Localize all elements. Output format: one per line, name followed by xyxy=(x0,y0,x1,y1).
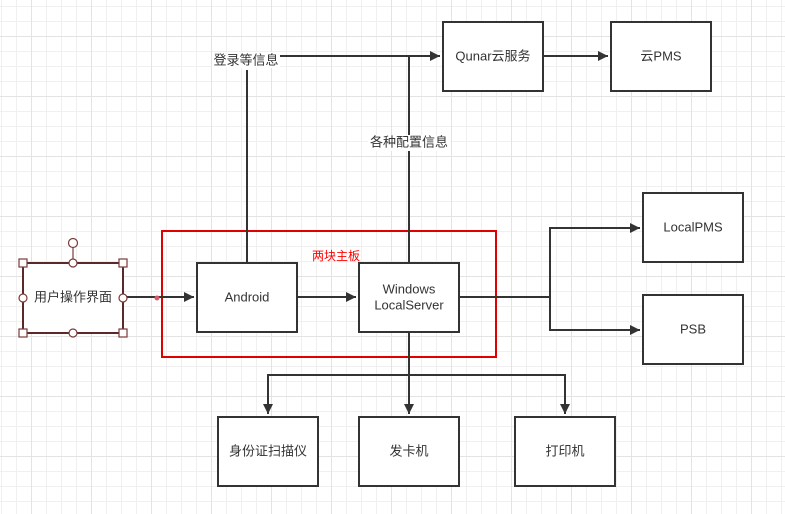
node-local-pms[interactable]: LocalPMS xyxy=(642,192,744,263)
resize-handle-nw[interactable] xyxy=(18,258,28,268)
resize-handle-sw[interactable] xyxy=(18,328,28,338)
selection-handles[interactable] xyxy=(18,237,160,338)
node-user-ui-label: 用户操作界面 xyxy=(34,289,112,304)
node-android-label: Android xyxy=(225,289,270,304)
connection-point-bottom[interactable] xyxy=(68,328,78,338)
node-printer[interactable]: 打印机 xyxy=(514,416,616,487)
node-local-pms-label: LocalPMS xyxy=(663,219,723,234)
node-windows-label-line1: Windows xyxy=(383,281,436,296)
edge-label-config: 各种配置信息 xyxy=(370,134,448,149)
edge-windows-to-id-scanner[interactable] xyxy=(263,332,410,414)
edge-midpoint-handle[interactable] xyxy=(154,295,160,301)
edge-windows-to-psb[interactable] xyxy=(549,297,640,335)
connection-point-left[interactable] xyxy=(18,293,28,303)
connection-point-right[interactable] xyxy=(118,293,128,303)
node-card-issuer[interactable]: 发卡机 xyxy=(358,416,460,487)
edge-windows-to-local-pms[interactable] xyxy=(459,223,640,298)
node-id-scanner-label: 身份证扫描仪 xyxy=(229,443,307,458)
group-border xyxy=(161,230,497,358)
node-user-ui[interactable]: 用户操作界面 xyxy=(22,262,124,334)
node-cloud-pms-label: 云PMS xyxy=(640,48,682,63)
node-card-issuer-label: 发卡机 xyxy=(389,443,428,458)
node-psb[interactable]: PSB xyxy=(642,294,744,365)
node-qunar-label: Qunar云服务 xyxy=(455,48,530,63)
edge-label-login: 登录等信息 xyxy=(213,52,278,67)
node-psb-label: PSB xyxy=(680,321,706,336)
node-windows-localserver[interactable]: Windows LocalServer xyxy=(358,262,460,333)
rotate-handle[interactable] xyxy=(67,237,79,249)
group-label: 两块主板 xyxy=(312,249,360,263)
edge-windows-to-printer[interactable] xyxy=(409,374,570,414)
resize-handle-ne[interactable] xyxy=(118,258,128,268)
node-qunar-cloud[interactable]: Qunar云服务 xyxy=(442,21,544,92)
edge-label-config-bg xyxy=(368,135,450,151)
node-cloud-pms[interactable]: 云PMS xyxy=(610,21,712,92)
edge-android-to-qunar[interactable] xyxy=(246,56,440,262)
resize-handle-se[interactable] xyxy=(118,328,128,338)
node-id-scanner[interactable]: 身份证扫描仪 xyxy=(217,416,319,487)
node-android[interactable]: Android xyxy=(196,262,298,333)
group-two-mainboards[interactable]: 两块主板 xyxy=(161,230,497,358)
edge-label-login-bg xyxy=(212,52,280,68)
node-windows-label-line2: LocalServer xyxy=(374,297,444,312)
node-printer-label: 打印机 xyxy=(545,443,584,458)
connection-point-top[interactable] xyxy=(68,258,78,268)
